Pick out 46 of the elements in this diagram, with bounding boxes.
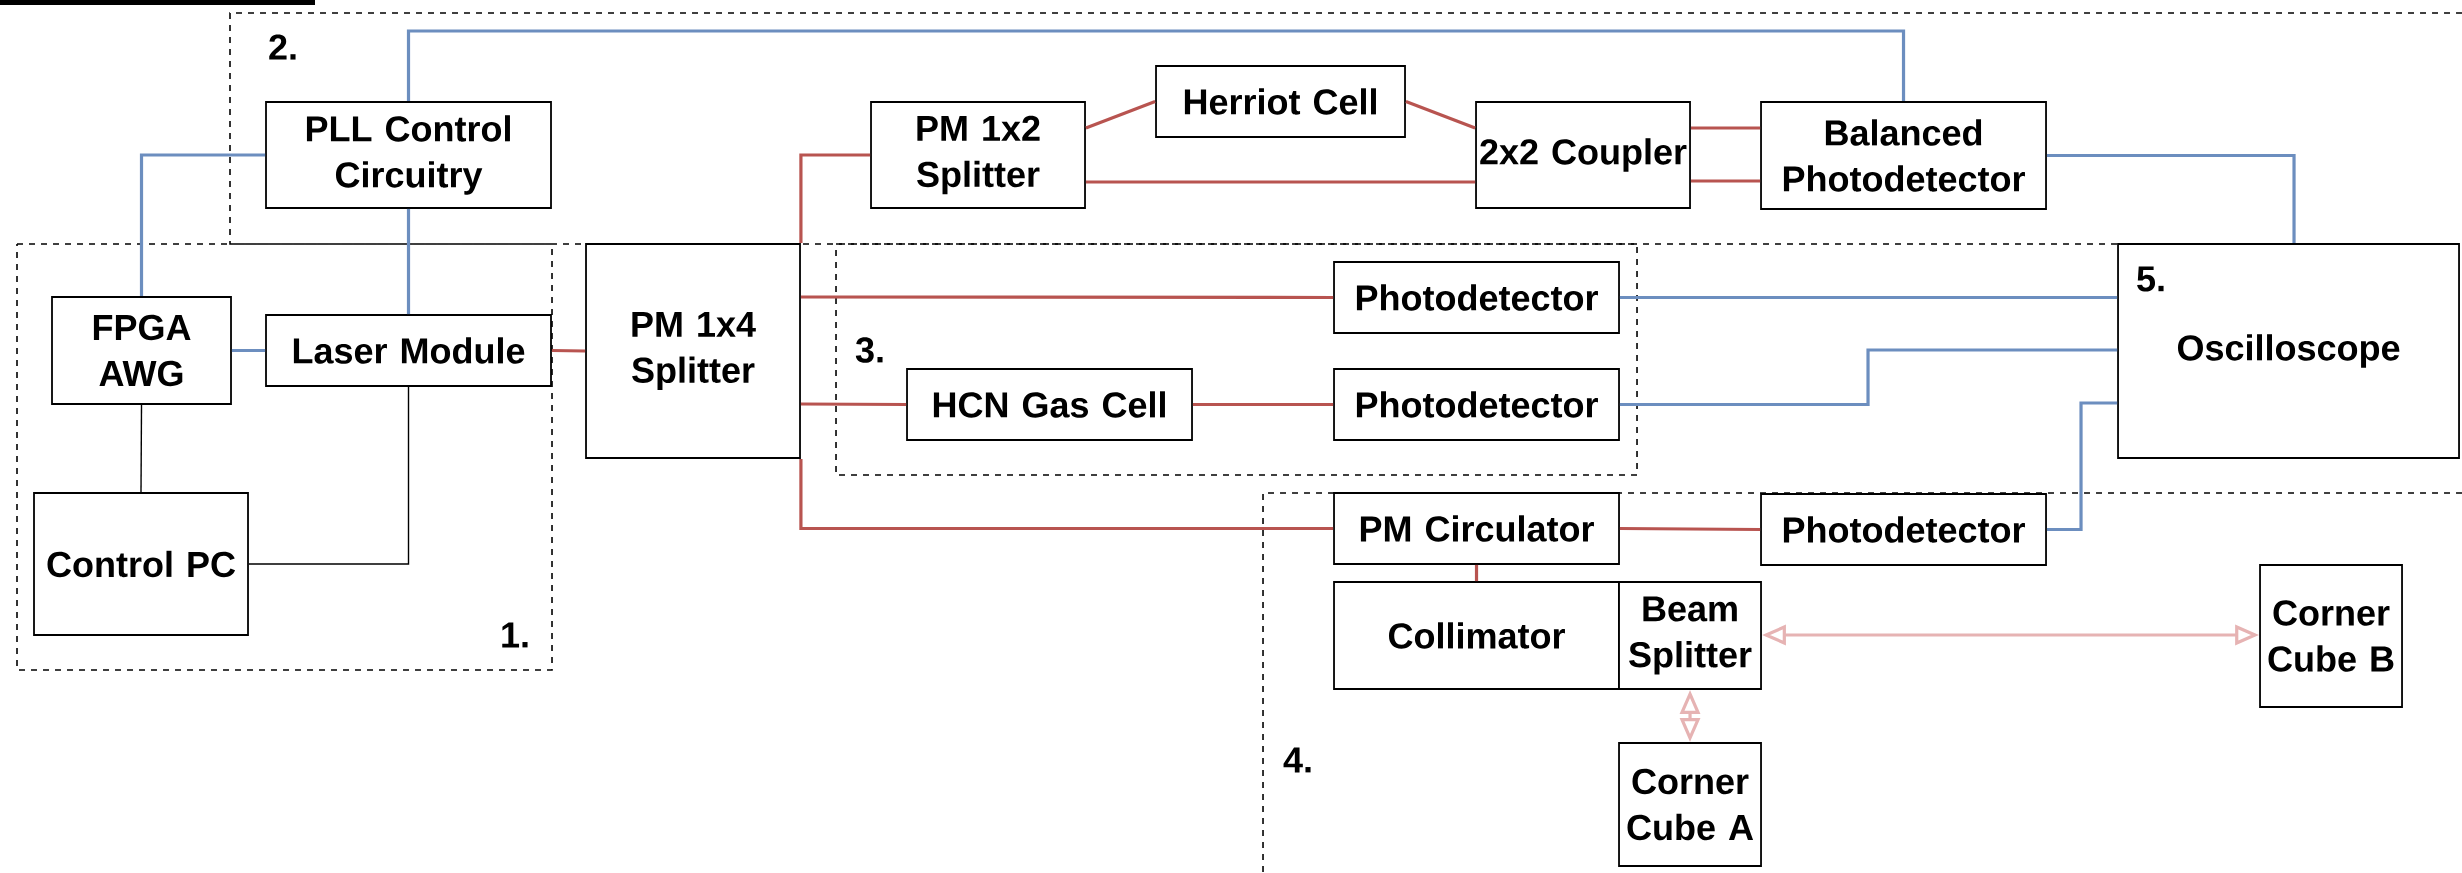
component-box: Control PC bbox=[33, 492, 249, 636]
connector bbox=[800, 402, 907, 407]
connector bbox=[799, 153, 871, 244]
connector bbox=[800, 295, 1334, 300]
component-box: PM 1x2 Splitter bbox=[870, 101, 1086, 209]
connector bbox=[248, 386, 410, 565]
component-box: FPGA AWG bbox=[51, 296, 232, 405]
connector bbox=[1619, 526, 1761, 532]
connector bbox=[1085, 100, 1156, 130]
component-box: Photodetector bbox=[1333, 261, 1620, 334]
component-box: Balanced Photodetector bbox=[1760, 101, 2047, 210]
component-box: Photodetector bbox=[1333, 368, 1620, 441]
connector bbox=[231, 348, 266, 353]
connector bbox=[551, 348, 586, 353]
component-box: Laser Module bbox=[265, 314, 552, 387]
component-box: Corner Cube B bbox=[2259, 564, 2403, 708]
section-number: 2. bbox=[269, 34, 296, 60]
connector bbox=[406, 208, 411, 315]
connector bbox=[2046, 153, 2296, 244]
section-number: 1. bbox=[502, 622, 528, 648]
connector bbox=[1619, 348, 2118, 407]
connector bbox=[1690, 179, 1761, 183]
component-box: Collimator bbox=[1333, 581, 1620, 690]
connector bbox=[1474, 564, 1479, 582]
component-box: 2x2 Coupler bbox=[1475, 101, 1691, 209]
connector bbox=[1690, 126, 1761, 130]
component-box: Corner Cube A bbox=[1618, 742, 1762, 867]
component-box: Beam Splitter bbox=[1618, 581, 1762, 690]
connector bbox=[799, 458, 1334, 531]
section-number: 3. bbox=[855, 337, 883, 363]
component-box: PM Circulator bbox=[1333, 492, 1620, 565]
component-box: HCN Gas Cell bbox=[906, 368, 1193, 441]
connector bbox=[1405, 100, 1476, 130]
component-box: Photodetector bbox=[1760, 493, 2047, 566]
component-box: PLL Control Circuitry bbox=[265, 101, 552, 209]
connector bbox=[140, 404, 143, 493]
connector bbox=[406, 29, 1906, 102]
component-box: Herriot Cell bbox=[1155, 65, 1406, 138]
connector bbox=[139, 153, 266, 297]
connector bbox=[2046, 401, 2118, 532]
connector bbox=[1192, 402, 1334, 407]
component-box: PM 1x4 Splitter bbox=[585, 243, 801, 459]
connector bbox=[1619, 295, 2118, 300]
section-number: 5. bbox=[2137, 266, 2164, 292]
connector bbox=[1085, 180, 1476, 184]
section-number: 4. bbox=[1283, 747, 1311, 773]
